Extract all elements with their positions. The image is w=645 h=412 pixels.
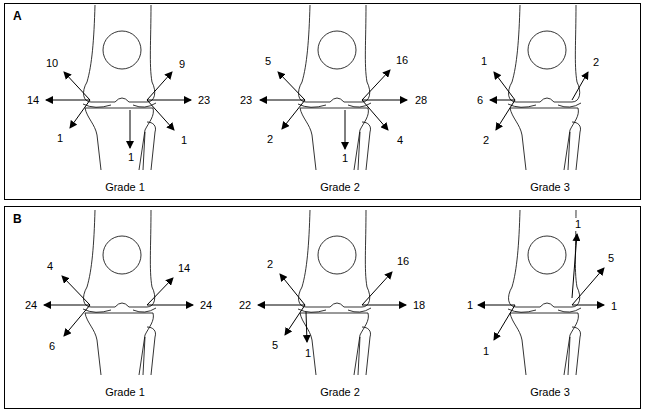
grade-label: Grade 1	[104, 386, 146, 399]
figure-panel: B	[4, 206, 641, 409]
count-number: 5	[271, 339, 279, 352]
panel-letter: B	[13, 212, 22, 226]
count-number: 2	[592, 56, 600, 69]
count-number: 14	[26, 94, 40, 107]
count-number: 16	[396, 255, 410, 268]
count-number: 1	[341, 152, 349, 165]
panel-letter: A	[13, 9, 22, 23]
figure-panel: A	[4, 3, 641, 200]
count-number: 5	[607, 252, 615, 265]
grade-label: Grade 1	[104, 181, 146, 194]
count-number: 1	[127, 151, 135, 164]
grade-label: Grade 3	[529, 181, 571, 194]
count-number: 1	[466, 299, 474, 312]
count-number: 2	[266, 133, 274, 146]
count-number: 1	[574, 218, 582, 231]
count-number: 6	[48, 340, 56, 353]
count-number: 1	[180, 134, 188, 147]
count-number: 5	[264, 55, 272, 68]
count-number: 2	[266, 258, 274, 271]
knee-drawing	[298, 210, 371, 375]
count-number: 4	[46, 260, 54, 273]
grade-label: Grade 2	[319, 386, 361, 399]
count-number: 2	[482, 134, 490, 147]
count-number: 1	[480, 55, 488, 68]
count-number: 23	[197, 94, 211, 107]
grade-label: Grade 3	[529, 386, 571, 399]
count-number: 23	[239, 94, 253, 107]
grade-label: Grade 2	[319, 181, 361, 194]
count-number: 24	[24, 299, 38, 312]
count-number: 4	[396, 134, 404, 147]
count-number: 1	[482, 345, 490, 358]
count-number: 1	[56, 132, 64, 145]
knee-drawing	[298, 5, 371, 170]
count-number: 18	[412, 299, 426, 312]
count-number: 10	[45, 57, 59, 70]
count-number: 6	[476, 94, 484, 107]
count-number: 22	[238, 299, 252, 312]
count-number: 14	[177, 262, 191, 275]
knee-drawing	[83, 210, 156, 375]
knee-drawing	[508, 5, 581, 170]
count-number: 9	[178, 58, 186, 71]
count-number: 1	[304, 347, 312, 360]
knee-drawing	[83, 5, 156, 170]
count-number: 1	[610, 300, 618, 313]
knee-drawing	[508, 210, 581, 375]
count-number: 24	[199, 299, 213, 312]
count-number: 16	[395, 54, 409, 67]
count-number: 28	[414, 94, 428, 107]
